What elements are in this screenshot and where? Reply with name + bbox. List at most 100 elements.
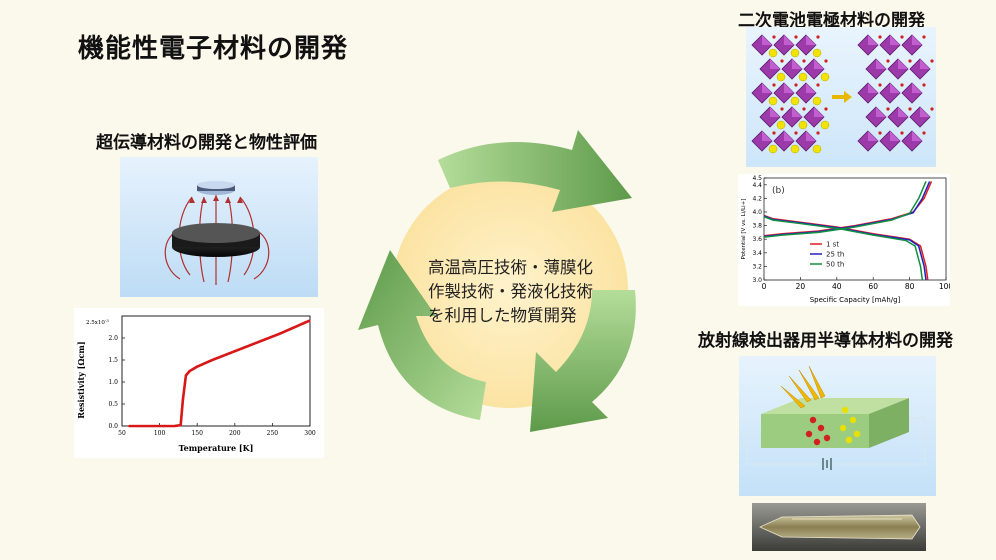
detector-heading: 放射線検出器用半導体材料の開発 <box>698 331 953 351</box>
oxygen-atom <box>908 107 912 111</box>
battery-x-tick-label: 80 <box>905 282 915 291</box>
battery-series-line <box>763 181 927 238</box>
battery-y-tick-label: 4.5 <box>752 175 762 182</box>
battery-series-line <box>763 216 924 281</box>
octahedron-facet <box>806 35 816 45</box>
resistivity-x-tick-label: 150 <box>191 430 203 437</box>
octahedron-facet <box>762 83 772 93</box>
lithium-atom <box>790 48 800 58</box>
lithium-atom <box>812 144 822 154</box>
oxygen-atom <box>802 59 806 63</box>
resistivity-x-tick-label: 50 <box>118 430 126 437</box>
lithium-atom <box>768 96 778 106</box>
oxygen-atom <box>900 131 904 135</box>
oxygen-atom <box>780 59 784 63</box>
lithium-atom <box>768 144 778 154</box>
lithium-atom <box>768 48 778 58</box>
octahedron-facet <box>806 83 816 93</box>
oxygen-atom <box>900 35 904 39</box>
battery-x-label: Specific Capacity [mAh/g] <box>810 296 901 304</box>
lithium-atom <box>776 72 786 82</box>
battery-y-tick-label: 4.0 <box>752 209 762 216</box>
oxygen-atom <box>816 131 820 135</box>
battery-x-tick-label: 0 <box>762 282 767 291</box>
oxygen-atom <box>930 107 934 111</box>
octahedron-facet <box>890 35 900 45</box>
resistivity-x-tick-label: 300 <box>304 430 316 437</box>
octahedron-facet <box>868 131 878 141</box>
cycle-arrow-left <box>358 250 486 420</box>
oxygen-atom <box>878 131 882 135</box>
oxygen-atom <box>922 35 926 39</box>
battery-x-tick-label: 100 <box>939 282 950 291</box>
oxygen-atom <box>922 83 926 87</box>
battery-y-tick-label: 3.6 <box>752 236 762 243</box>
detector-illustration <box>739 356 936 496</box>
octahedron-facet <box>784 131 794 141</box>
center-line: 高温高圧技術・薄膜化 <box>428 258 593 277</box>
center-line: 作製技術・発液化技術 <box>428 282 593 301</box>
octahedron-facet <box>814 59 824 69</box>
octahedron-facet <box>876 59 886 69</box>
main-title: 機能性電子材料の開発 <box>78 34 349 64</box>
resistivity-x-tick-label: 100 <box>154 430 166 437</box>
lithium-atom <box>812 96 822 106</box>
superconductor-heading: 超伝導材料の開発と物性評価 <box>96 133 317 153</box>
charge-plot-frame <box>763 177 947 281</box>
resistivity-y-label: Resistivity [Ωcm] <box>76 341 86 418</box>
octahedron-facet <box>920 59 930 69</box>
oxygen-atom <box>900 83 904 87</box>
octahedron-facet <box>806 131 816 141</box>
octahedron-facet <box>912 35 922 45</box>
octahedron-facet <box>792 59 802 69</box>
oxygen-atom <box>824 59 828 63</box>
octahedron-facet <box>912 83 922 93</box>
oxygen-atom <box>816 83 820 87</box>
oxygen-atom <box>780 107 784 111</box>
battery-x-tick-label: 20 <box>796 282 806 291</box>
battery-y-tick-label: 3.8 <box>752 223 762 230</box>
cycle-diagram <box>358 130 636 432</box>
resistivity-x-tick-label: 250 <box>267 430 279 437</box>
octahedron-facet <box>912 131 922 141</box>
oxygen-atom <box>772 83 776 87</box>
center-description: 高温高圧技術・薄膜化 作製技術・発液化技術 を利用した物質開発 <box>428 256 628 328</box>
battery-legend-label: 1 st <box>826 241 839 249</box>
octahedron-facet <box>784 83 794 93</box>
resistivity-y-tick-label: 2.0 <box>108 335 118 342</box>
oxygen-atom <box>816 35 820 39</box>
octahedron-facet <box>898 107 908 117</box>
battery-y-tick-label: 3.2 <box>752 263 762 270</box>
battery-x-tick-label: 60 <box>868 282 878 291</box>
oxygen-atom <box>794 131 798 135</box>
oxygen-atom <box>824 107 828 111</box>
lithium-atom <box>790 96 800 106</box>
oxygen-atom <box>886 107 890 111</box>
center-circle <box>392 172 628 408</box>
octahedron-facet <box>792 107 802 117</box>
lithium-atom <box>776 120 786 130</box>
lithium-atom <box>798 72 808 82</box>
battery-x-tick-label: 40 <box>832 282 842 291</box>
crystal-photo <box>752 503 926 551</box>
charge-discharge-chart: 020406080100 3.03.23.43.63.84.04.24.44.5… <box>738 174 950 306</box>
octahedron-facet <box>868 83 878 93</box>
battery-y-tick-label: 4.2 <box>752 195 762 202</box>
octahedron-facet <box>868 35 878 45</box>
octahedron-facet <box>890 83 900 93</box>
oxygen-atom <box>772 131 776 135</box>
battery-legend-label: 25 th <box>826 251 844 259</box>
octahedron-facet <box>770 107 780 117</box>
resistivity-x-label: Temperature [K] <box>179 443 254 453</box>
oxygen-atom <box>878 35 882 39</box>
resistivity-y-tick-label: 1.0 <box>108 379 118 386</box>
octahedron-facet <box>784 35 794 45</box>
transformation-arrow <box>832 91 852 103</box>
oxygen-atom <box>802 107 806 111</box>
crystal-structure-illustration <box>746 27 936 167</box>
center-line: を利用した物質開発 <box>428 306 577 325</box>
cycle-arrow-top <box>438 130 632 212</box>
octahedron-facet <box>770 59 780 69</box>
resistivity-plot-frame <box>121 315 311 427</box>
